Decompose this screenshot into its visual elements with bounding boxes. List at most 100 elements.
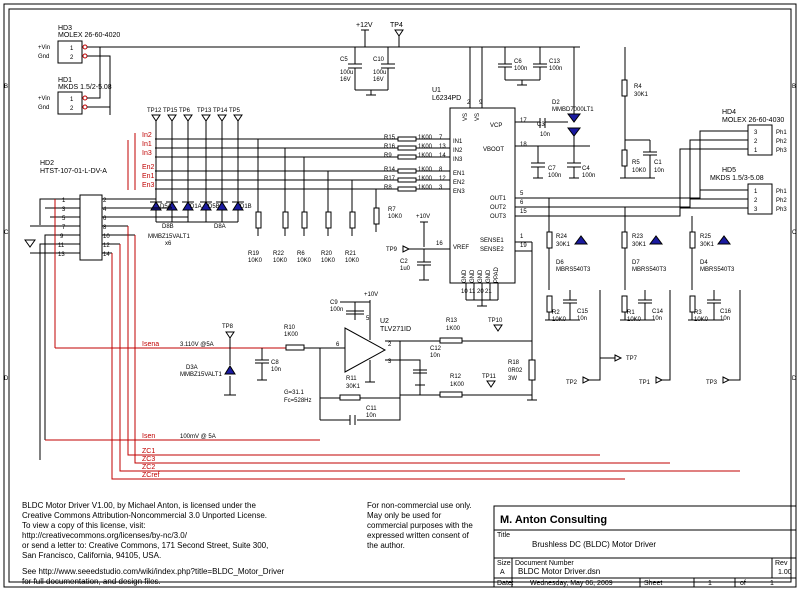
d5b-ref: D5B	[208, 204, 220, 210]
tp2-marker	[582, 376, 591, 384]
connector-hd2: HD2 HTST-107-01-L-DV-A 2 4 6 8 10 12 14 …	[24, 160, 188, 460]
d1a-ref: D1A	[190, 204, 202, 210]
u1-gnd-a: GND	[462, 269, 468, 283]
tp4-label: TP4	[390, 22, 403, 29]
hd2-pin8: 8	[103, 225, 107, 231]
docnum-label: Document Number	[515, 560, 574, 567]
hd4-pin3: 3	[754, 130, 758, 136]
tp6-label: TP6	[179, 108, 191, 114]
r5-value: 10K0	[632, 168, 647, 174]
c14-ref: C14	[652, 309, 664, 315]
u1-in2: IN2	[453, 148, 463, 154]
u1-vs-leads	[469, 47, 483, 108]
d3a-wires	[224, 338, 236, 396]
u1-vboot: VBOOT	[483, 147, 504, 153]
hd2-pin9: 9	[60, 234, 64, 240]
r2-ref: R2	[552, 310, 560, 316]
r19-body	[255, 211, 262, 229]
v10a-label: +10V	[416, 214, 430, 220]
u1-ppad: PPAD	[494, 266, 500, 283]
vin-rail-wires	[87, 46, 360, 115]
net-isena: Isena	[142, 341, 159, 348]
hd4-pin1: 1	[754, 148, 758, 154]
u1-en3: EN3	[453, 189, 465, 195]
r14-ref: R14	[384, 167, 396, 173]
isen-note: 100mV @ 5A	[180, 434, 216, 440]
usage-line-5: the author.	[367, 541, 405, 550]
zener-common	[155, 210, 239, 223]
net-in3: In3	[142, 150, 152, 157]
hd5-pin2: 2	[754, 198, 758, 204]
hd5-label-ph2: Ph2	[776, 198, 787, 204]
c3-ref: C3	[537, 122, 545, 128]
r25-value: 30K1	[700, 242, 715, 248]
hd3-ref: HD3	[58, 25, 72, 32]
u1-vref: VREF	[453, 245, 469, 251]
r18-ref: R18	[508, 360, 520, 366]
u1-in1-num: 7	[439, 135, 443, 141]
zener-diode-symbols	[150, 201, 244, 211]
net-en2: En2	[142, 164, 155, 171]
r24-ref: R24	[556, 234, 568, 240]
c4-value: 100n	[582, 173, 595, 179]
c3-symbol	[539, 118, 568, 128]
date-label: Date:	[497, 580, 514, 587]
testpoints-top: TP12 TP15 TP6 TP13 TP14 TP5	[147, 108, 243, 205]
border-zone-c-right: C	[792, 230, 797, 236]
connector-hd3: HD3 MOLEX 26-60-4020 1 2 +Vin Gnd	[38, 25, 120, 64]
of-value: 1	[770, 580, 774, 587]
d7-value: MBRS540T3	[632, 267, 667, 273]
c8-symbol	[255, 348, 269, 381]
d2-wires	[515, 47, 590, 147]
hd1-pin2-marker	[82, 104, 88, 110]
hd3-pin2-marker	[82, 53, 88, 59]
u2-ref: U2	[380, 318, 389, 325]
r10-value: 1K00	[284, 332, 299, 338]
hd2-pin4: 4	[103, 207, 107, 213]
u1-gnd-c: GND	[478, 269, 484, 283]
c6-c13-ground	[505, 79, 540, 86]
c7-value: 100n	[548, 173, 561, 179]
title-block-grid	[494, 529, 796, 587]
hd1-pin1-marker	[82, 95, 88, 101]
r24-value: 30K1	[556, 242, 571, 248]
c7-ref: C7	[548, 166, 556, 172]
schematic-frame	[3, 3, 797, 588]
sheet-value: 1	[708, 580, 712, 587]
tp4-marker	[394, 29, 404, 37]
net-in1: In1	[142, 141, 152, 148]
tp11-marker	[486, 380, 496, 388]
net-zcref: ZCref	[142, 472, 160, 479]
u1-sense1: SENSE1	[480, 238, 504, 244]
r18-value: 0R02	[508, 368, 523, 374]
license-line-1: BLDC Motor Driver V1.00, by Michael Anto…	[22, 501, 256, 510]
hd2-pin13: 13	[58, 252, 65, 258]
d7-symbol	[649, 235, 663, 245]
bottom-nets: Isen 100mV @ 5A ZC1 ZC3 ZC2 ZCref	[45, 226, 740, 480]
u1-vref-num: 16	[436, 241, 443, 247]
hd3-label-vin: +Vin	[38, 45, 50, 51]
license-line-3: To view a copy of this license, visit:	[22, 521, 146, 530]
tp15-label: TP15	[163, 108, 178, 114]
u2-pin5: 5	[366, 316, 370, 322]
tp12-label: TP12	[147, 108, 162, 114]
hd5-ref: HD5	[722, 167, 736, 174]
c9-ref: C9	[330, 300, 338, 306]
d3a-symbol	[224, 365, 236, 375]
border-zone-b-right: B	[792, 84, 796, 90]
u1-en1: EN1	[453, 171, 465, 177]
net-in2: In2	[142, 132, 152, 139]
hd3-pin1-marker	[82, 44, 88, 50]
u1-sense1-num: 1	[520, 234, 524, 240]
license-line-9: for full documentation, and design files…	[22, 577, 161, 586]
r8-value: 1K00	[418, 185, 433, 191]
u1-in1: IN1	[453, 139, 463, 145]
c13-symbol	[533, 47, 547, 80]
c5-value: 100u	[340, 70, 353, 76]
r4-ref: R4	[634, 84, 642, 90]
r23-body	[621, 231, 628, 249]
v12-label: +12V	[356, 22, 373, 29]
u1-out1: OUT1	[490, 196, 507, 202]
r9-value: 1K00	[418, 153, 433, 159]
hd4-label-ph1: Ph1	[776, 130, 787, 136]
